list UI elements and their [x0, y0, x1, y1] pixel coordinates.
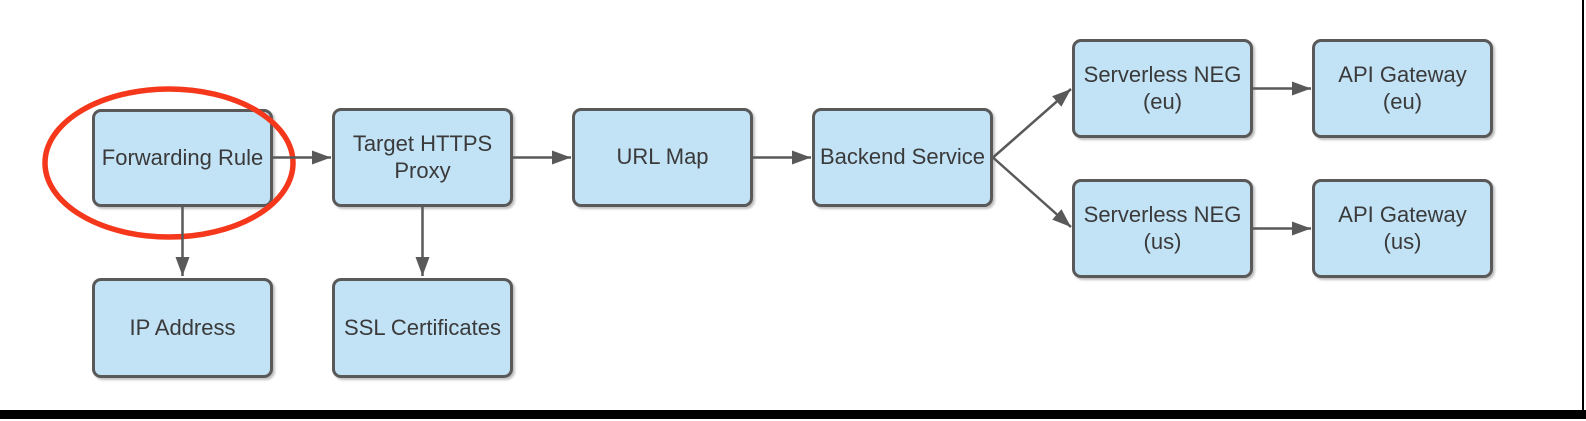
node-api-gateway-eu: API Gateway (eu) — [1312, 39, 1493, 138]
edge-backend-service-to-serverless-neg-us — [992, 156, 1072, 228]
node-api-gateway-us: API Gateway (us) — [1312, 179, 1493, 278]
node-serverless-neg-us: Serverless NEG (us) — [1072, 179, 1253, 278]
edge-backend-service-to-serverless-neg-eu — [992, 88, 1072, 159]
window-bottom-edge — [0, 410, 1586, 419]
node-ip-address: IP Address — [92, 278, 273, 378]
node-label-ip-address: IP Address — [129, 314, 236, 340]
node-label-ssl-certificates: SSL Certificates — [344, 314, 501, 340]
node-backend-service: Backend Service — [812, 108, 993, 207]
node-label-target-https-proxy: Target HTTPS Proxy — [352, 130, 493, 183]
node-label-api-gateway-us: API Gateway (us) — [1338, 201, 1467, 254]
node-url-map: URL Map — [572, 108, 753, 207]
node-label-api-gateway-eu: API Gateway (eu) — [1338, 61, 1467, 114]
node-serverless-neg-eu: Serverless NEG (eu) — [1072, 39, 1253, 138]
node-label-backend-service: Backend Service — [819, 144, 986, 170]
node-label-serverless-neg-eu: Serverless NEG (eu) — [1083, 61, 1242, 114]
node-label-forwarding-rule: Forwarding Rule — [101, 144, 264, 170]
node-ssl-certificates: SSL Certificates — [332, 278, 513, 378]
node-forwarding-rule: Forwarding Rule — [92, 109, 273, 207]
node-target-https-proxy: Target HTTPS Proxy — [332, 108, 513, 207]
node-label-serverless-neg-us: Serverless NEG (us) — [1083, 201, 1242, 254]
window-right-edge — [1582, 0, 1584, 419]
node-label-url-map: URL Map — [616, 144, 709, 170]
